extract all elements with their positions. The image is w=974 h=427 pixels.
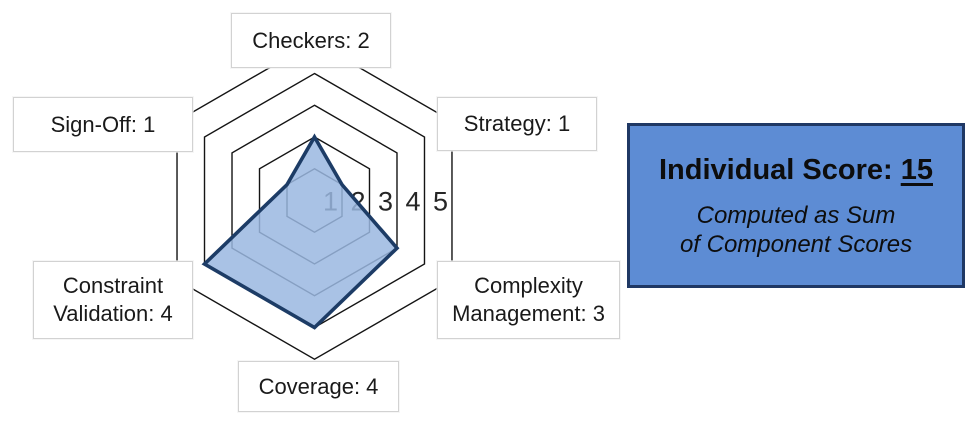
subtitle-line-1: Computed as Sum bbox=[696, 201, 896, 229]
individual-score-subtitle: Computed as Sum of Component Scores bbox=[680, 202, 912, 260]
radar-data-polygon bbox=[201, 133, 400, 330]
axis-label-constraint-validation: Constraint Validation: 4 bbox=[33, 261, 193, 339]
individual-score-title: Individual Score: 15 bbox=[659, 154, 933, 187]
subtitle-line-2: of Component Scores bbox=[679, 230, 913, 258]
scale-tick-3: 3 bbox=[378, 187, 393, 217]
axis-label-complexity-management: Complexity Management: 3 bbox=[437, 261, 620, 339]
individual-score-box: Individual Score: 15 Computed as Sum of … bbox=[627, 123, 965, 288]
scale-tick-4: 4 bbox=[405, 187, 420, 217]
axis-label-strategy: Strategy: 1 bbox=[437, 97, 597, 151]
axis-label-sign-off: Sign-Off: 1 bbox=[13, 97, 193, 152]
scale-tick-5: 5 bbox=[433, 187, 448, 217]
axis-label-checkers: Checkers: 2 bbox=[231, 13, 391, 68]
individual-score-value: 15 bbox=[900, 153, 933, 186]
individual-score-title-text: Individual Score: bbox=[659, 153, 901, 186]
axis-label-coverage: Coverage: 4 bbox=[238, 361, 399, 412]
